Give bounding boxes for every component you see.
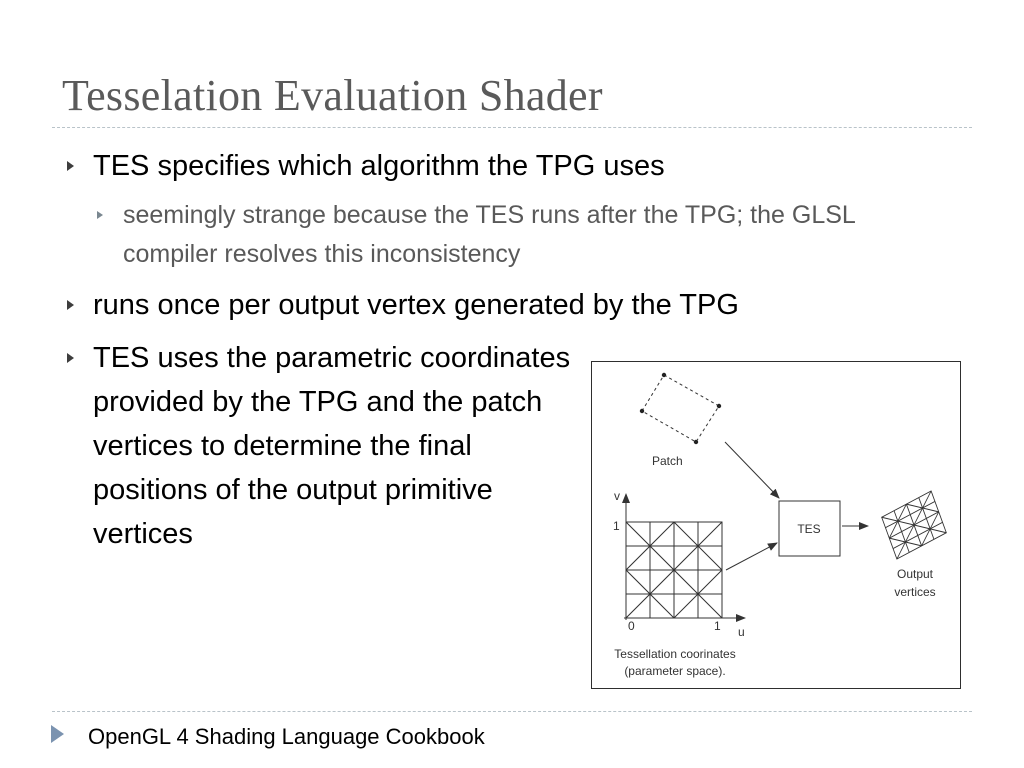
grid-to-tes-arrow [725,542,778,571]
output-vertices-mesh [881,490,947,560]
patch-to-tes-arrow [724,441,780,499]
tes-box-label: TES [797,522,820,536]
parameter-grid [625,521,723,619]
output-vertices-label-line1: Output [897,567,934,581]
v-axis-label: v [614,489,620,503]
slide-title: Tesselation Evaluation Shader [62,71,603,120]
bullet-arrow-icon [67,161,74,171]
bullet-arrow-icon [67,300,74,310]
output-vertices-label-line2: vertices [894,585,935,599]
u-axis-label: u [738,625,745,639]
tessellation-diagram: Patch v 1 0 1 u Tessellation coorinates [591,361,961,689]
patch-label: Patch [652,454,683,468]
parameter-space-caption-line1: Tessellation coorinates [614,647,735,661]
u-axis-one-label: 1 [714,619,721,633]
footer-divider [52,711,972,712]
title-divider [52,127,972,128]
v-axis-one-label: 1 [613,519,620,533]
parameter-space-caption-line2: (parameter space). [624,664,725,678]
bullet-runs-once: runs once per output vertex generated by… [93,289,739,321]
footer-source: OpenGL 4 Shading Language Cookbook [88,724,485,749]
footer-arrow-icon [51,725,64,743]
sub-bullet-glsl-compiler: seemingly strange because the TES runs a… [123,201,855,268]
sub-bullet-arrow-icon [97,211,103,219]
patch-shape [639,372,722,445]
tes-box [778,500,841,557]
u-axis-zero-label: 0 [628,619,635,633]
bullet-tes-specifies: TES specifies which algorithm the TPG us… [93,150,665,182]
bullet-arrow-icon [67,353,74,363]
bullet-parametric-coordinates: TES uses the parametric coordinates prov… [93,342,571,550]
